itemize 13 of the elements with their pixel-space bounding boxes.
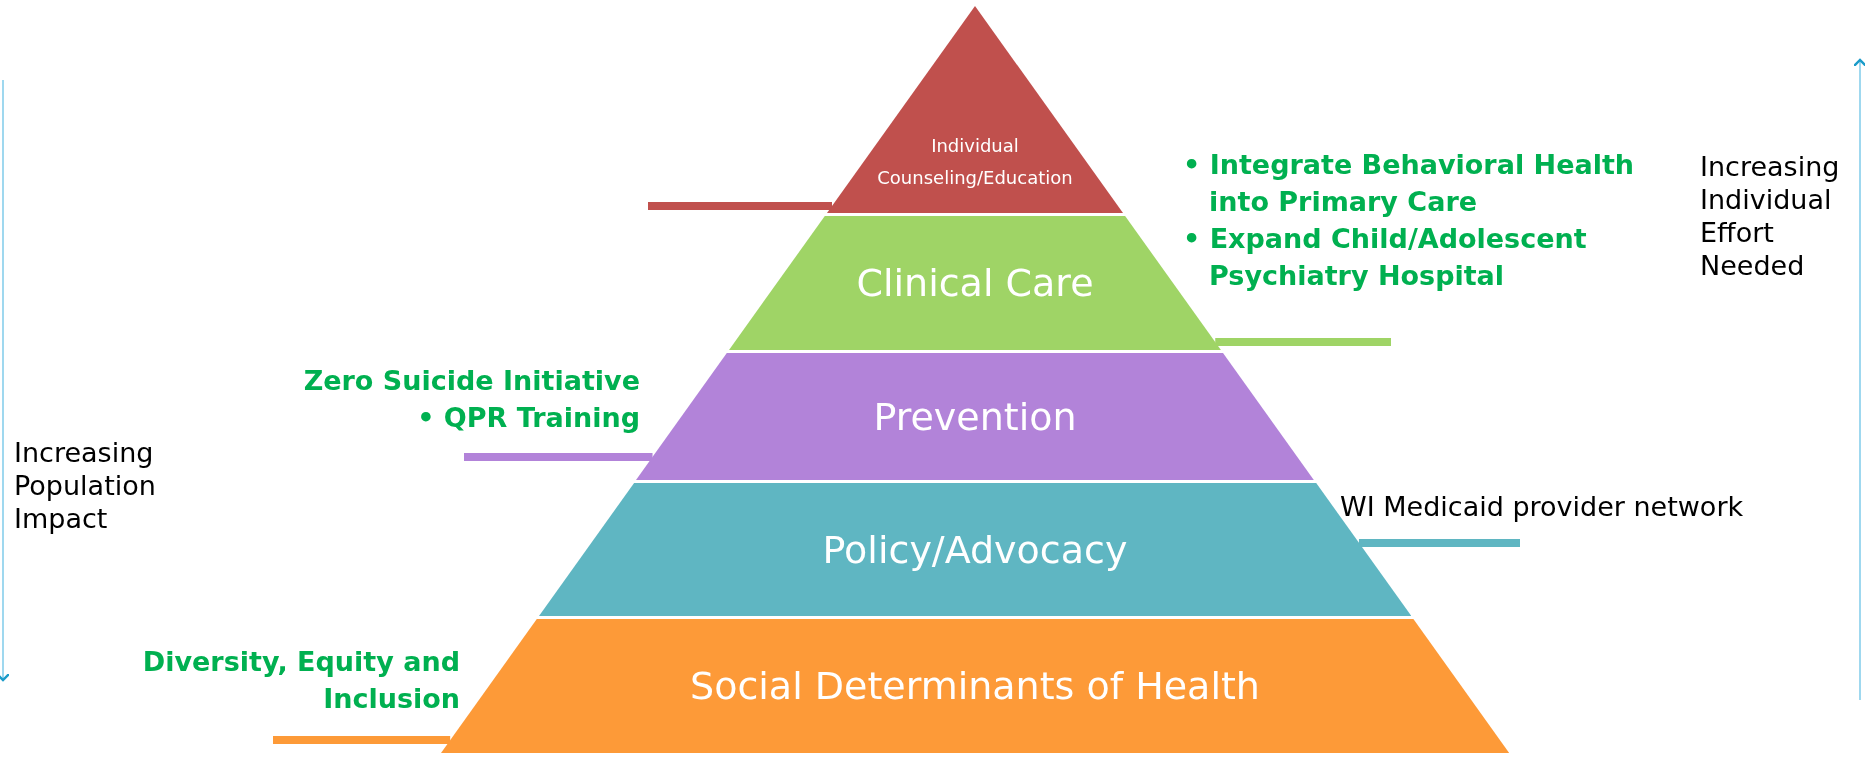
initiative-text: • QPR Training: [417, 402, 640, 433]
initiative-text: • Expand Child/Adolescent Psychiatry Hospital: [1183, 223, 1587, 291]
initiative-text: Diversity, Equity and Inclusion: [142, 646, 460, 714]
tier-label: Prevention: [873, 393, 1077, 441]
initiative-text: Zero Suicide Initiative: [303, 365, 640, 396]
initiative-text: • Integrate Behavioral Health into Primary Care: [1183, 149, 1635, 217]
tier-label: Clinical Care: [856, 260, 1094, 307]
axis-caption: Increasing Population Impact: [14, 436, 157, 535]
tier-label: Policy/Advocacy: [822, 526, 1128, 574]
annotation-text: WI Medicaid provider network: [1340, 491, 1744, 522]
tier-label: Individual Counseling/Education: [876, 134, 1074, 190]
tier-label: Social Determinants of Health: [690, 663, 1260, 710]
axis-caption: Increasing Individual Effort Needed: [1700, 150, 1841, 282]
